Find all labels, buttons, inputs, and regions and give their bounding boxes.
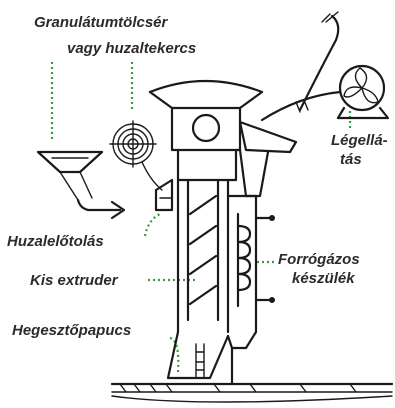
label-hopper-line1: Granulátumtölcsér xyxy=(34,14,169,31)
label-air-supply-line1: Légellá- xyxy=(331,132,388,149)
workpiece xyxy=(112,384,392,402)
wire-coil-icon xyxy=(110,121,162,190)
label-wire-feed: Huzalelőtolás xyxy=(7,233,104,250)
label-hot-gas-line2: készülék xyxy=(292,270,355,287)
air-supply xyxy=(262,12,388,120)
label-hopper-line2: vagy huzaltekercs xyxy=(67,40,196,57)
leader-wire-feed xyxy=(145,214,160,236)
label-welding-shoe: Hegesztőpapucs xyxy=(12,322,131,339)
label-air-supply-line2: tás xyxy=(340,151,362,168)
hopper-icon xyxy=(38,152,124,218)
label-small-extruder: Kis extruder xyxy=(30,272,119,289)
motor-icon xyxy=(193,115,219,141)
label-hot-gas-line1: Forrógázos xyxy=(278,251,360,268)
